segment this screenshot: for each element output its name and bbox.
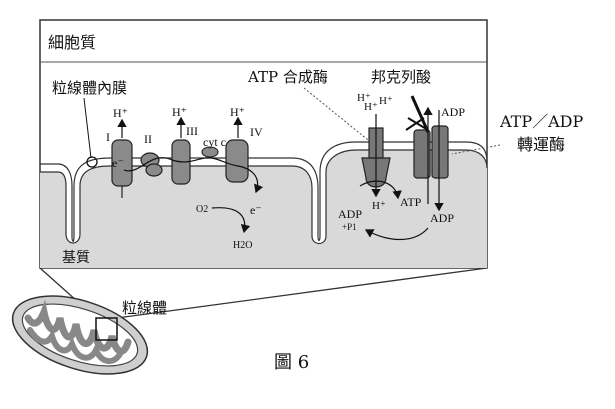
mitochondrion-label: 粒線體 xyxy=(122,299,167,317)
zoom-line-right xyxy=(116,267,488,319)
complex-iv-proton: H⁺ xyxy=(230,105,245,119)
atp-synthase-proton-2: H⁺ xyxy=(364,101,378,113)
inner-membrane-outer-line xyxy=(40,141,488,242)
inhibition-mark-1 xyxy=(407,117,429,131)
cytoplasm-label: 細胞質 xyxy=(48,33,96,52)
oxygen-to-water-arrow xyxy=(211,207,251,234)
zoom-source-box xyxy=(95,317,118,341)
complex-iii-proton: H⁺ xyxy=(172,105,187,119)
inner-membrane-pointer xyxy=(83,97,92,159)
complex-i-proton: H⁺ xyxy=(113,106,128,120)
complex-iii-label: III xyxy=(186,124,198,138)
electron-label-right: e⁻ xyxy=(250,203,262,217)
bongkrekic-acid-label: 邦克列酸 xyxy=(371,68,431,86)
oxygen-label: O2 xyxy=(196,204,208,215)
translocase-label-line1: ATP／ADP xyxy=(499,112,584,131)
matrix-label: 基質 xyxy=(62,249,90,266)
atp-synthase-proton-1: H⁺ xyxy=(357,92,371,104)
cyt-c xyxy=(201,146,219,158)
electron-label-left: e⁻ xyxy=(112,156,124,170)
adp-label-matrix-left: ADP xyxy=(338,207,362,221)
inner-membrane-label: 粒線體內膜 xyxy=(52,79,127,97)
phosphate-label: +P1 xyxy=(342,222,357,232)
atp-label-matrix: ATP xyxy=(400,195,422,209)
complex-i xyxy=(111,139,133,198)
atp-synthase-pointer xyxy=(303,87,369,141)
water-label: H2O xyxy=(233,240,252,251)
electron-path xyxy=(123,157,264,194)
atp-synthase-proton-3: H⁺ xyxy=(379,95,393,107)
complex-ii-label: II xyxy=(144,132,152,146)
cycle-arrow-bottom xyxy=(364,227,429,240)
translocase-pointer xyxy=(451,144,501,155)
figure-caption: 圖 6 xyxy=(274,352,309,373)
adp-label-matrix-right: ADP xyxy=(430,211,454,225)
bongkrekic-acid-arrow xyxy=(410,95,430,133)
cyt-c-label: cyt c xyxy=(203,135,226,149)
complex-i-label: I xyxy=(106,130,110,144)
adp-label-cytoplasm: ADP xyxy=(441,105,465,119)
atp-synthase-proton-matrix: H⁺ xyxy=(372,200,386,212)
inhibition-mark-2 xyxy=(405,117,425,131)
atp-synthase-label: ATP 合成酶 xyxy=(247,68,328,86)
inner-membrane-marker xyxy=(86,156,98,168)
cycle-arrow-top xyxy=(359,180,402,200)
atp-adp-translocase xyxy=(413,125,449,179)
translocase-label-line2: 轉運酶 xyxy=(517,135,565,154)
inner-membrane-inner-line xyxy=(40,149,488,245)
complex-iv xyxy=(225,139,249,183)
mitochondrion-illustration xyxy=(11,295,149,375)
complex-iv-label: IV xyxy=(250,125,263,139)
